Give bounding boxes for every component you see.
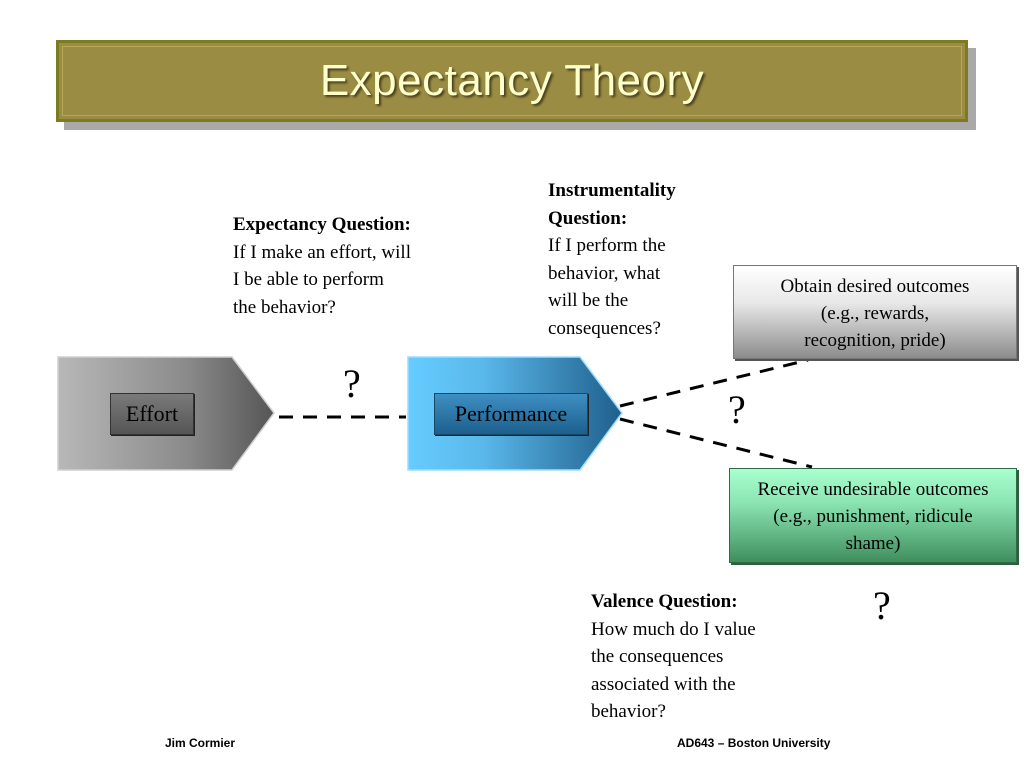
expectancy-question-mark: ? [343,361,361,406]
undesirable-outcome-connector [619,417,813,469]
expectancy-line: I be able to perform [233,269,384,290]
valence-line: associated with the [591,673,736,695]
expectancy-line: the behavior? [233,296,336,318]
footer-course: AD643 – Boston University [677,736,831,750]
instrumentality-line: consequences? [548,317,661,339]
effort-label: Effort [110,393,194,435]
valence-line: the consequences [591,646,724,667]
desired-outcome-connector [619,358,809,408]
valence-heading: Valence Question: [591,591,738,612]
undesirable-outcomes-line: Receive undesirable outcomes [757,479,989,500]
undesirable-outcomes-line: (e.g., punishment, ridicule [773,506,973,527]
instrumentality-heading: Question: [548,207,628,229]
desired-outcomes-line: Obtain desired outcomes [780,276,970,297]
instrumentality-heading: Instrumentality [548,180,676,201]
instrumentality-question: Instrumentality Question: If I perform t… [548,177,676,342]
undesirable-outcomes-line: shame) [845,533,901,554]
instrumentality-line: If I perform the [548,235,666,256]
instrumentality-line: behavior, what [548,262,661,284]
expectancy-question: Expectancy Question: If I make an effort… [233,211,411,321]
expectancy-heading: Expectancy Question: [233,214,411,235]
footer-author: Jim Cormier [165,736,236,750]
valence-line: behavior? [591,701,666,722]
desired-outcomes-line: recognition, pride) [804,330,946,351]
title-banner: Expectancy Theory [56,40,968,122]
valence-line: How much do I value [591,618,756,640]
valence-question: Valence Question: How much do I value th… [591,588,756,726]
performance-label: Performance [434,393,588,435]
valence-question-mark: ? [873,583,891,628]
desired-outcomes-box: Obtain desired outcomes (e.g., rewards, … [733,265,1017,359]
desired-outcomes-line: (e.g., rewards, [820,303,930,324]
instrumentality-question-mark: ? [728,387,746,432]
slide-title: Expectancy Theory [319,56,705,105]
instrumentality-line: will be the [548,290,629,311]
expectancy-line: If I make an effort, will [233,241,411,263]
undesirable-outcomes-box: Receive undesirable outcomes (e.g., puni… [729,468,1017,563]
